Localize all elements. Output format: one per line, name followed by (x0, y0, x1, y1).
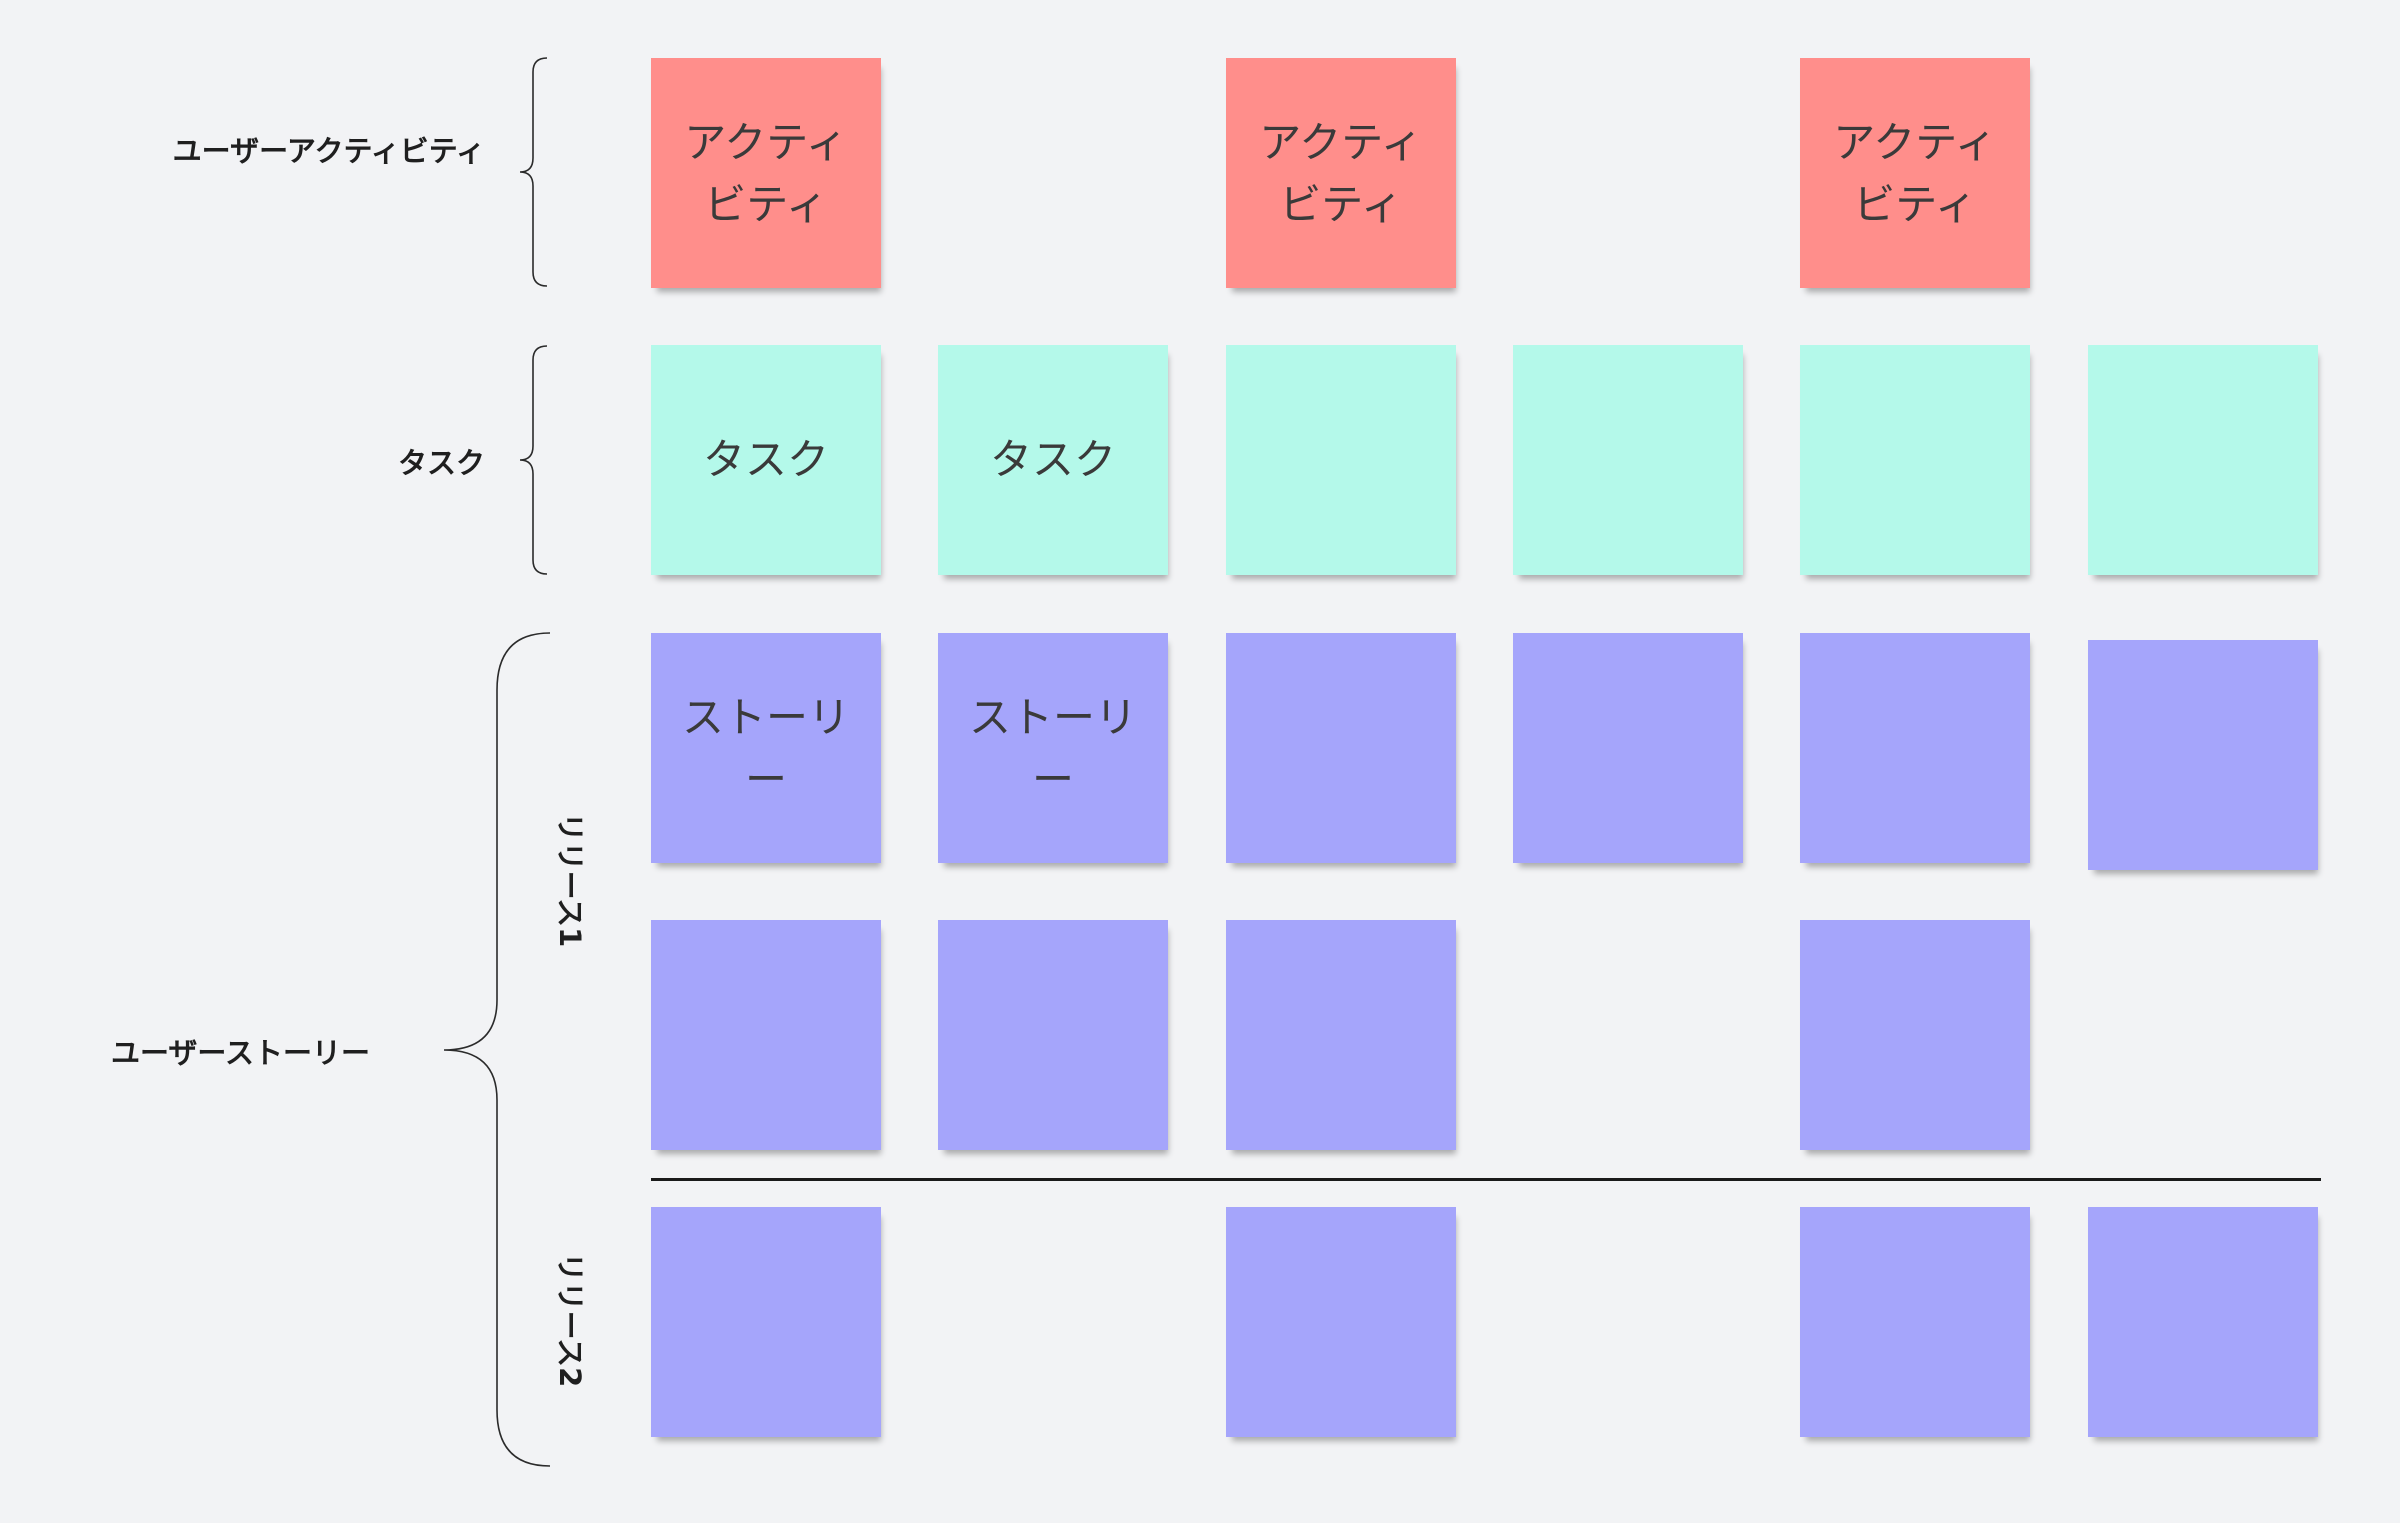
activity-note[interactable]: アクティビティ (1800, 58, 2030, 288)
activity-row-label: ユーザーアクティビティ (172, 134, 485, 168)
task-note[interactable]: タスク (938, 345, 1168, 575)
note-text: アクティビティ (1833, 118, 1997, 229)
note-text: ストーリー (681, 693, 850, 804)
release-divider (651, 1178, 2321, 1181)
task-note[interactable] (1513, 345, 1743, 575)
story-note[interactable] (1800, 1207, 2030, 1437)
story-row-label: ユーザーストーリー (111, 1036, 370, 1070)
task-brace (519, 345, 548, 575)
task-note[interactable] (2088, 345, 2318, 575)
note-text: タスク (989, 435, 1116, 484)
story-note[interactable] (1226, 1207, 1456, 1437)
story-brace (443, 632, 551, 1467)
story-note[interactable] (1226, 920, 1456, 1150)
note-text: アクティビティ (1259, 118, 1423, 229)
task-note[interactable]: タスク (651, 345, 881, 575)
story-note[interactable] (1800, 633, 2030, 863)
note-text: アクティビティ (684, 118, 848, 229)
task-note[interactable] (1226, 345, 1456, 575)
story-note[interactable]: ストーリー (938, 633, 1168, 863)
story-note[interactable] (651, 1207, 881, 1437)
activity-brace (519, 57, 548, 287)
activity-note[interactable]: アクティビティ (1226, 58, 1456, 288)
activity-note[interactable]: アクティビティ (651, 58, 881, 288)
note-text: ストーリー (968, 693, 1137, 804)
task-row-label: タスク (397, 446, 485, 480)
story-note[interactable] (1513, 633, 1743, 863)
note-text: タスク (702, 435, 829, 484)
story-note[interactable] (2088, 1207, 2318, 1437)
story-note[interactable] (1226, 633, 1456, 863)
story-note[interactable] (651, 920, 881, 1150)
story-note[interactable]: ストーリー (651, 633, 881, 863)
story-note[interactable] (938, 920, 1168, 1150)
story-note[interactable] (1800, 920, 2030, 1150)
task-note[interactable] (1800, 345, 2030, 575)
story-note[interactable] (2088, 640, 2318, 870)
